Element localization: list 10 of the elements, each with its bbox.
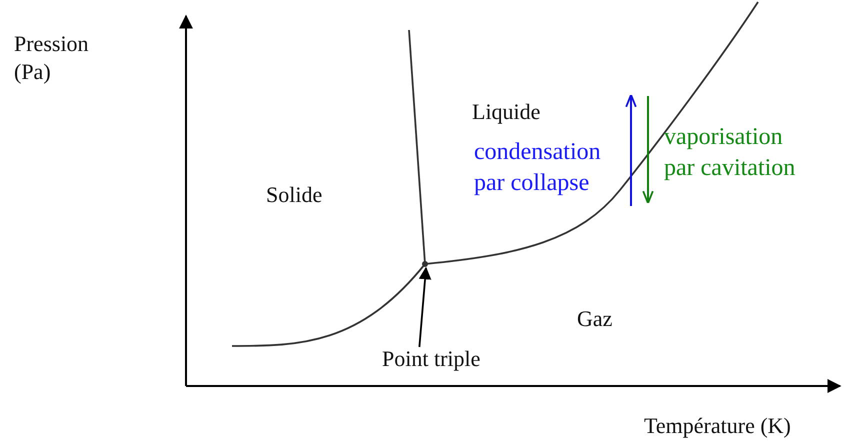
region-label: Solide [266,181,322,208]
axis-label: Température (K) [644,412,791,440]
region-label: Gaz [577,305,612,332]
axis-label: Pression (Pa) [14,30,90,85]
process-label: condensation par collapse [474,138,602,198]
triple-point-dot [422,261,428,267]
region-label: Liquide [472,98,540,126]
callout-label: Point triple [382,345,480,372]
leader-line [418,266,432,348]
process-label: vaporisation par cavitation [664,123,796,184]
